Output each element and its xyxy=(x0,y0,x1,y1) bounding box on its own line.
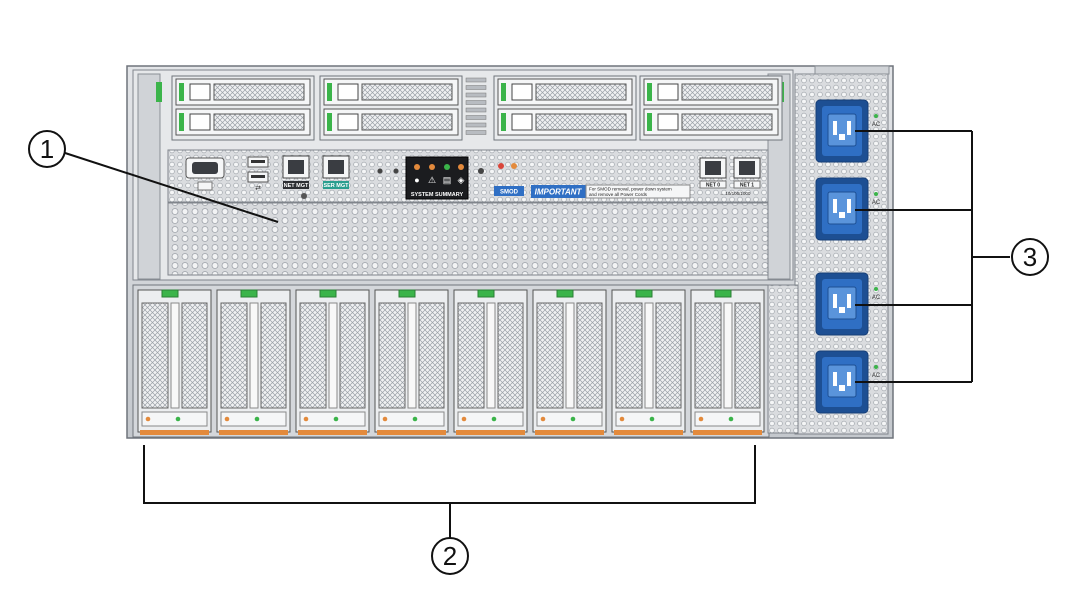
drive-slot[interactable] xyxy=(175,78,311,106)
drive-slot[interactable] xyxy=(175,108,311,136)
system-summary-label: SYSTEM SUMMARY xyxy=(411,192,464,198)
cpu-module[interactable] xyxy=(295,289,370,435)
drive-bay-group xyxy=(171,75,783,141)
ac-label: AC xyxy=(872,200,881,206)
cpu-module[interactable] xyxy=(216,289,291,435)
drive-cage xyxy=(639,75,783,141)
drive-slot[interactable] xyxy=(497,108,633,136)
cpu-module[interactable] xyxy=(374,289,449,435)
callout-2-label: 2 xyxy=(443,541,457,571)
button-icon[interactable] xyxy=(393,168,399,174)
usb-icon: ⇄ xyxy=(255,185,261,192)
notice-line-2: and remove all Power Cords xyxy=(589,192,648,197)
vga-port[interactable] xyxy=(185,157,225,191)
cpu-module[interactable] xyxy=(137,289,212,435)
net0-port[interactable]: NET 0 xyxy=(699,157,727,189)
screw-icon xyxy=(301,193,307,199)
net0-label: NET 0 xyxy=(706,183,720,189)
smod-label: SMOD xyxy=(500,190,519,196)
io-panel: ⇄ NET MGT SER MGT ● ⚠ ▤ xyxy=(167,149,769,203)
net1-label: NET 1 xyxy=(740,183,754,189)
drive-slot[interactable] xyxy=(643,78,779,106)
drive-slot[interactable] xyxy=(643,108,779,136)
usb-ports[interactable]: ⇄ xyxy=(247,156,269,192)
ser-mgt-label: SER MGT xyxy=(323,183,349,189)
notice-title: IMPORTANT xyxy=(535,188,583,197)
net1-port[interactable]: NET 1 xyxy=(733,157,761,189)
notice-line-1: For SMOD removal, power down system xyxy=(589,187,672,192)
ac-power-inlet[interactable]: AC xyxy=(815,177,881,241)
drive-led-column xyxy=(465,77,487,135)
drive-slot[interactable] xyxy=(323,108,459,136)
drive-cage xyxy=(171,75,315,141)
svg-text:▤: ▤ xyxy=(443,175,452,185)
net-mgt-port[interactable]: NET MGT xyxy=(282,155,310,189)
drive-slot[interactable] xyxy=(323,78,459,106)
smod-indicators: SMOD xyxy=(478,163,524,196)
callout-3: 3 xyxy=(1011,238,1049,276)
cpu-module[interactable] xyxy=(532,289,607,435)
ac-power-inlet[interactable]: AC xyxy=(815,272,881,336)
ac-power-inlet[interactable]: AC xyxy=(815,350,881,414)
net-speed-label: ← 10/100/1000 xyxy=(720,191,751,196)
callout-1-label: 1 xyxy=(40,134,54,164)
ser-mgt-port[interactable]: SER MGT xyxy=(322,155,350,189)
ac-label: AC xyxy=(872,295,881,301)
callout-1: 1 xyxy=(28,130,66,168)
svg-text:⚠: ⚠ xyxy=(428,175,436,185)
callout-lines xyxy=(61,130,1010,538)
service-module-vent xyxy=(167,202,769,276)
module-row xyxy=(132,284,770,438)
important-notice: IMPORTANT For SMOD removal, power down s… xyxy=(531,184,691,199)
callout-3-label: 3 xyxy=(1023,242,1037,272)
callout-2: 2 xyxy=(431,537,469,575)
drive-cage xyxy=(493,75,637,141)
cpu-module[interactable] xyxy=(611,289,686,435)
net-mgt-label: NET MGT xyxy=(284,183,309,189)
ac-label: AC xyxy=(872,373,881,379)
ac-label: AC xyxy=(872,122,881,128)
cpu-module[interactable] xyxy=(690,289,765,435)
drive-cage xyxy=(319,75,463,141)
drive-slot[interactable] xyxy=(497,78,633,106)
button-icon[interactable] xyxy=(377,168,383,174)
svg-text:◈: ◈ xyxy=(458,175,465,185)
svg-text:●: ● xyxy=(414,175,419,185)
cpu-module[interactable] xyxy=(453,289,528,435)
system-summary-indicators: ● ⚠ ▤ ◈ SYSTEM SUMMARY xyxy=(405,156,469,200)
